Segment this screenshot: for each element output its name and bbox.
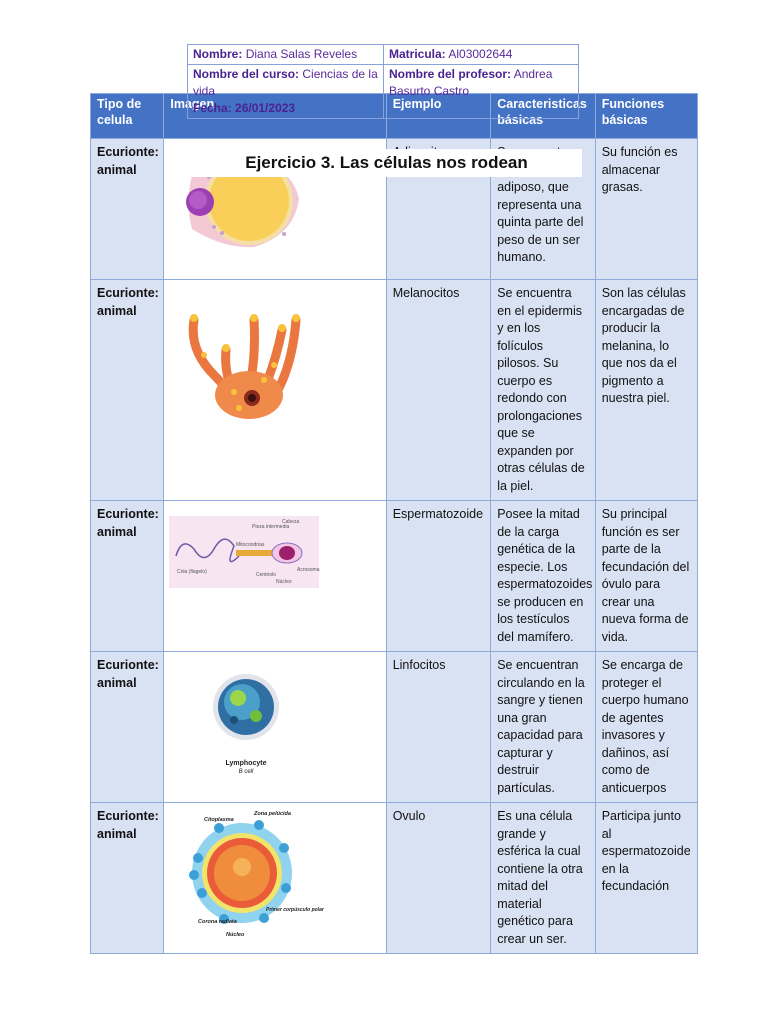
table-row: Ecurionte: animal Pieza intermedia Cabez… (89, 500, 699, 652)
table-row: Ecurionte: animal Lymphocyte B cell Linf… (89, 651, 699, 803)
sperm-label-centriolo: Centriolo (256, 572, 276, 578)
row-caracteristicas: Se encuentra en el epidermis y en los fo… (490, 279, 596, 501)
profesor-value: Andrea Basurto Castro (389, 67, 553, 98)
ovum-image: Citoplasma Zona pelúcida Corona radiata … (163, 802, 387, 954)
page-title: Ejercicio 3. Las células nos rodean (191, 149, 582, 177)
lymph-caption: Lymphocyte (226, 760, 267, 767)
nombre-label: Nombre: (193, 47, 243, 61)
row-caracteristicas: Se encuentras ele tejido adiposo, que re… (490, 138, 596, 280)
cells-table: Tipo de celula Imagen Ejemplo Caracteris… (89, 93, 699, 954)
ovum-label-corona: Corona radiata (198, 919, 237, 925)
row-ejemplo: Melanocitos (385, 279, 492, 501)
row-caracteristicas: Posee la mitad de la carga genética de l… (490, 500, 596, 652)
lymphocyte-image: Lymphocyte B cell (163, 651, 387, 803)
fecha-value: 26/01/2023 (235, 101, 296, 115)
row-funciones: Se encarga de proteger el cuerpo humano … (594, 651, 699, 803)
sperm-label-nucleo: Núcleo (276, 579, 292, 585)
sperm-label-cola: Cola (flagelo) (177, 569, 207, 575)
ovum-label-primer: Primer corpúsculo polar (266, 907, 325, 913)
sperm-label-cabeza: Cabeza (282, 519, 299, 525)
row-ejemplo: Linfocitos (385, 651, 492, 803)
row-tipo: Ecurionte: animal (89, 138, 165, 280)
row-funciones: Son las células encargadas de producir l… (594, 279, 699, 501)
nombre-value: Diana Salas Reveles (245, 47, 358, 61)
ovum-label-nucleo: Núcleo (226, 932, 245, 938)
profesor-cell: Nombre del profesor: Andrea Basurto Cast… (383, 64, 579, 119)
row-ejemplo: Espermatozoide (385, 500, 492, 652)
sperm-label-pieza: Pieza intermedia (252, 524, 289, 530)
row-tipo: Ecurionte: animal (89, 802, 165, 954)
table-row: Ecurionte: animal Citoplasma Zona pelúci… (89, 802, 699, 954)
ovum-label-zona: Zona pelúcida (253, 811, 291, 817)
curso-label: Nombre del curso: (193, 67, 300, 81)
header-funciones: Funciones básicas (594, 93, 699, 139)
matricula-value: Al03002644 (448, 47, 513, 61)
sperm-label-mito: Mitocondrias (236, 542, 265, 548)
row-caracteristicas: Es una célula grande y esférica la cual … (490, 802, 596, 954)
matricula-cell: Matricula: Al03002644 (383, 44, 579, 65)
nombre-cell: Nombre: Diana Salas Reveles (187, 44, 384, 65)
row-funciones: Su principal función es ser parte de la … (594, 500, 699, 652)
table-row: Ecurionte: animal (89, 279, 699, 501)
row-caracteristicas: Se encuentran circulando en la sangre y … (490, 651, 596, 803)
curso-value: Ciencias de la vida (193, 67, 378, 98)
row-tipo: Ecurionte: animal (89, 279, 165, 501)
matricula-label: Matricula: (389, 47, 446, 61)
row-ejemplo: Ovulo (385, 802, 492, 954)
lymph-subcaption: B cell (239, 769, 254, 775)
melanocyte-image (163, 279, 387, 501)
ovum-label-citoplasma: Citoplasma (204, 817, 234, 823)
sperm-label-acrosoma: Acrosoma (297, 567, 320, 573)
student-info-box: Nombre: Diana Salas Reveles Matricula: A… (187, 44, 579, 119)
fecha-label: Fecha: (193, 101, 232, 115)
row-funciones: Su función es almacenar grasas. (594, 138, 699, 280)
profesor-label: Nombre del profesor: (389, 67, 512, 81)
row-tipo: Ecurionte: animal (89, 500, 165, 652)
row-funciones: Participa junto al espermatozoide en la … (594, 802, 699, 954)
row-tipo: Ecurionte: animal (89, 651, 165, 803)
header-tipo: Tipo de celula (89, 93, 165, 139)
sperm-image: Pieza intermedia Cabeza Mitocondrias Acr… (163, 500, 387, 652)
